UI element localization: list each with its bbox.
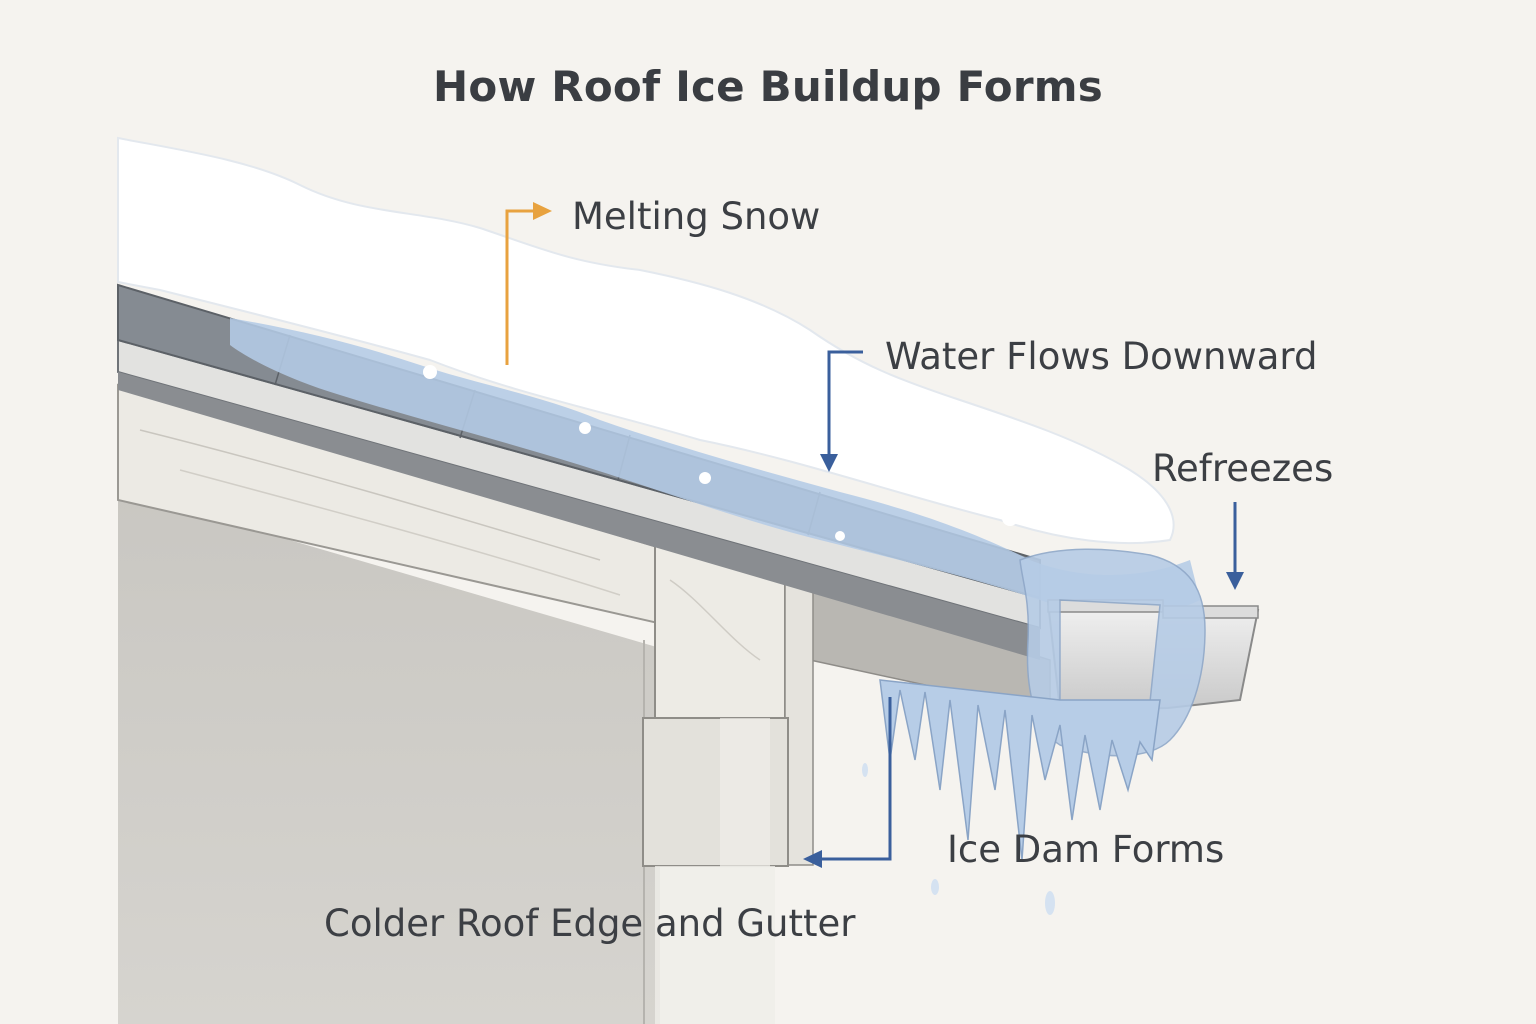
label-melting-snow: Melting Snow [572,195,821,238]
label-colder-roof-edge: Colder Roof Edge and Gutter [324,902,856,945]
corner-post [642,539,814,1024]
melting-snow-arrow [505,202,552,365]
snow-layer [117,136,1175,545]
diagram-title: How Roof Ice Buildup Forms [433,62,1103,111]
label-ice-dam-forms: Ice Dam Forms [947,828,1225,871]
label-water-flows-downward: Water Flows Downward [885,335,1318,378]
colder-edge-arrow [803,697,892,868]
melt-water [230,318,1200,615]
refreezes-arrow [1226,502,1244,590]
label-refreezes: Refreezes [1152,447,1334,490]
water-flows-arrow [820,350,863,472]
icicles [862,679,1161,915]
